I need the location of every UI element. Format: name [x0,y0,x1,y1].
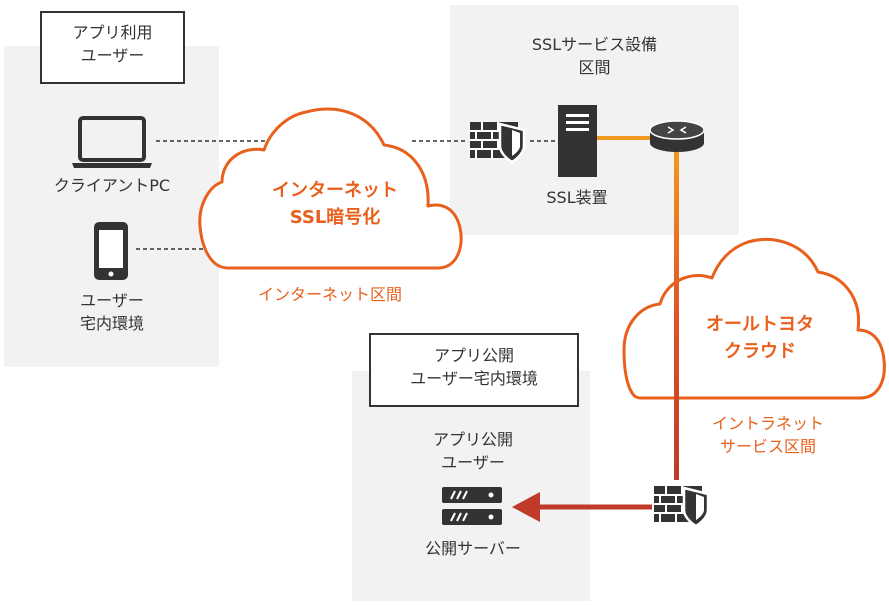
user-home-label-box [40,11,185,84]
arrow-icon [512,492,540,522]
ssl-zone-title: SSLサービス設備 区間 [531,35,658,78]
phone-caption: ユーザー 宅内環境 [79,291,144,334]
all-toyota-cloud-label: オールトヨタ クラウド [706,314,814,362]
ssl-device-caption: SSL装置 [546,188,608,207]
public-user-caption: アプリ公開 ユーザー [432,430,513,473]
ssl-server-icon [558,105,597,177]
public-user-zone [352,371,590,601]
intranet-section-caption: イントラネット サービス区間 [711,414,824,457]
public-zone-label-box [369,333,579,407]
smartphone-icon [94,222,128,280]
all-toyota-cloud-icon [622,237,886,400]
internet-cloud-label: インターネット SSL暗号化 [272,180,398,228]
user-home-label: アプリ利用 ユーザー [72,23,153,66]
public-zone-label: アプリ公開 ユーザー宅内環境 [410,346,538,389]
firewall-icon [470,122,526,164]
internet-cloud-icon [198,107,463,270]
public-server-icon [442,487,502,525]
user-home-zone [4,46,219,367]
router-icon [649,120,705,152]
laptop-caption: クライアントPC [53,176,171,195]
firewall-icon [654,486,710,528]
laptop-icon [72,116,152,168]
internet-section-caption: インターネット区間 [257,285,402,304]
public-server-caption: 公開サーバー [425,539,521,558]
intranet-vertical-line [674,145,679,480]
